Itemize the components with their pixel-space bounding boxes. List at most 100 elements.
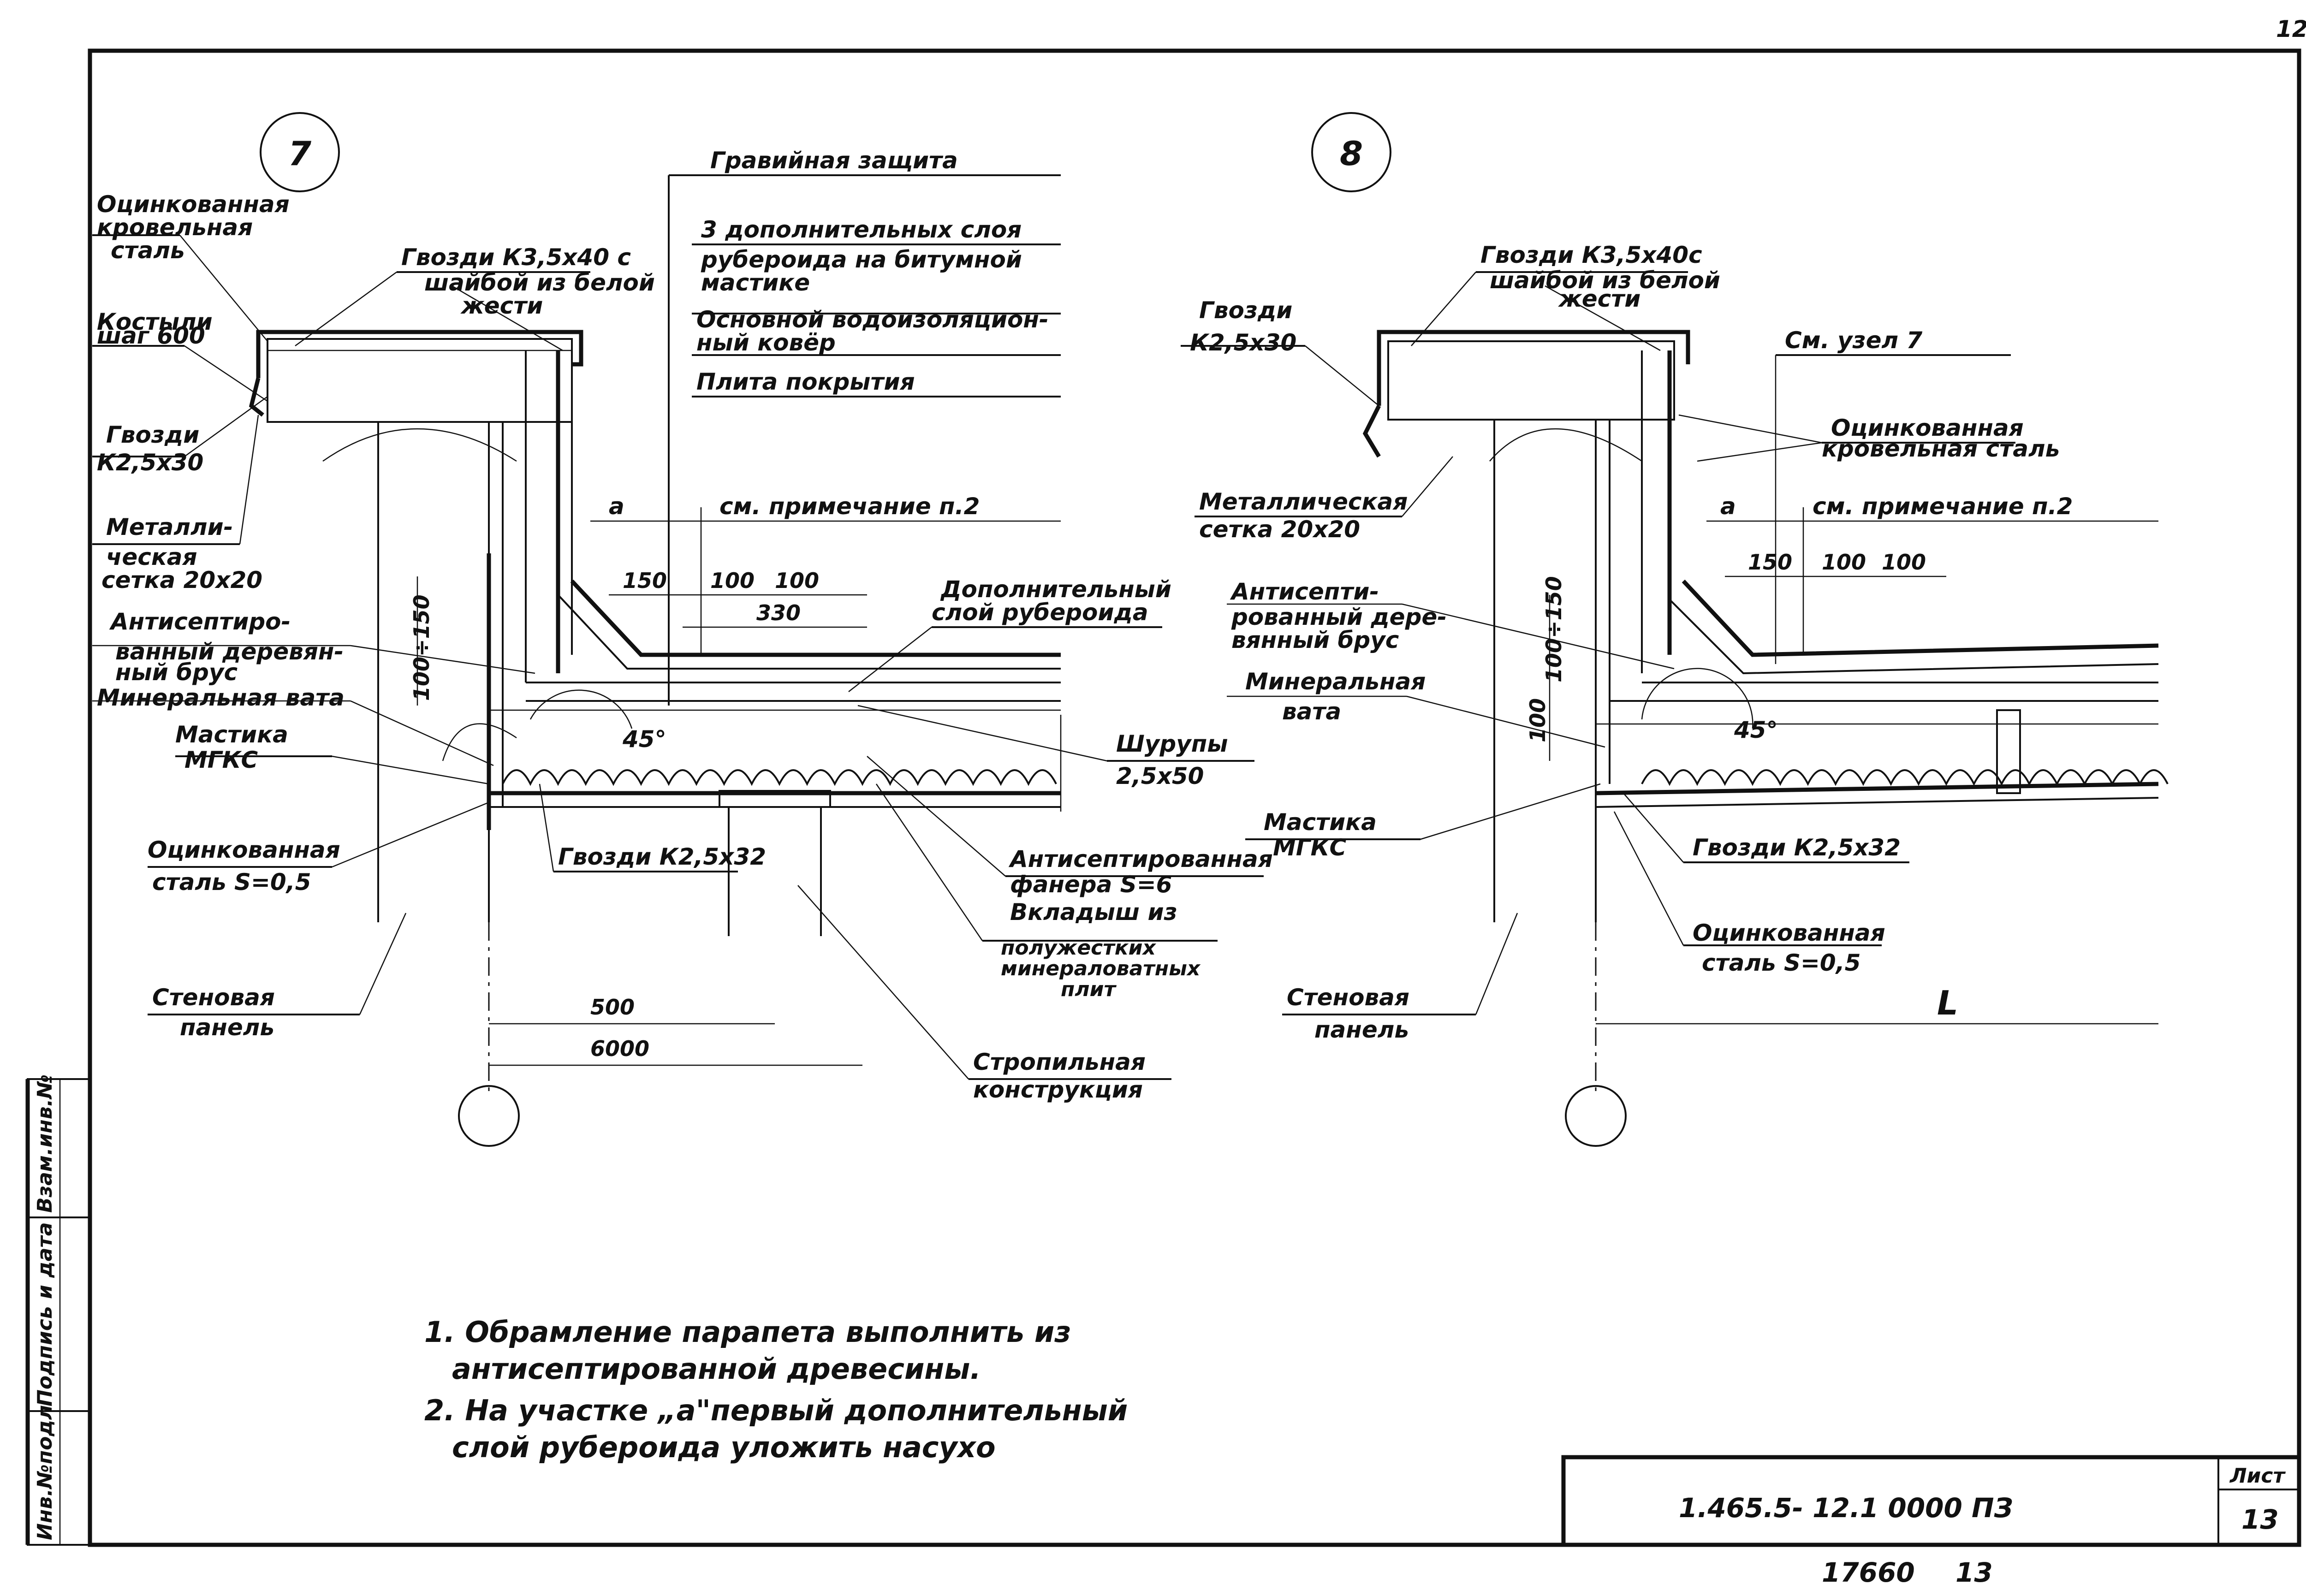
- layer-main-1: Основной водоизоляцион-: [696, 306, 1049, 333]
- detail-8-marker-label: 8: [1340, 134, 1363, 173]
- label-insert-4: плит: [1061, 978, 1117, 1001]
- label-plywood-2: фанера S=6: [1010, 871, 1172, 898]
- label-metal-mesh-1: Металли-: [106, 514, 233, 540]
- detail-8: 8 150 100 100 100÷150 100 а см. при: [1181, 112, 2169, 1147]
- a-mark-7: а: [609, 493, 624, 520]
- label-rafter-1: Стропильная: [973, 1049, 1146, 1075]
- label-insert-2: полужестких: [1001, 936, 1156, 960]
- label-galv-steel-2: сталь S=0,5: [152, 869, 311, 896]
- leaders-7: [92, 234, 1264, 1080]
- label-nails-top-3: жести: [460, 292, 543, 319]
- label-galv-roof-steel-3: сталь: [111, 237, 185, 264]
- label8-wall-panel-2: панель: [1314, 1016, 1409, 1043]
- label8-wall-panel-1: Стеновая: [1287, 984, 1409, 1011]
- page-number: 12: [2276, 16, 2306, 42]
- stamp-inv-number: Инв.№подл: [33, 1405, 57, 1540]
- label-mineral-wool: Минеральная вата: [97, 684, 345, 711]
- detail-7-marker-label: 7: [288, 134, 311, 173]
- label8-metal-mesh-2: сетка 20х20: [1199, 516, 1360, 543]
- label-screws-1: Шурупы: [1116, 730, 1228, 757]
- label-antiseptic-beam-1: Антисептиро-: [109, 608, 291, 635]
- a-mark-8: а: [1720, 493, 1736, 520]
- dim8-100-a: 100: [1822, 550, 1866, 575]
- copy-number: 13: [1955, 1557, 1993, 1588]
- label-nails-top-2: шайбой из белой: [424, 269, 655, 296]
- leaders-8: [1181, 271, 2015, 1015]
- dim8-100-b: 100: [1882, 550, 1926, 575]
- label8-mastic-2: МГКС: [1273, 834, 1346, 861]
- dim-500: 500: [590, 995, 635, 1020]
- dim8-100: 100: [1525, 698, 1550, 742]
- label8-galv-steel-2: сталь S=0,5: [1702, 949, 1860, 976]
- sheet-frame: [88, 48, 2301, 1547]
- layers-callout: Гравийная защита 3 дополнительных слоя р…: [668, 147, 1061, 706]
- label8-mastic-1: Мастика: [1264, 809, 1377, 836]
- inventory-number: 17660: [1822, 1557, 1915, 1588]
- label-rafter-2: конструкция: [973, 1076, 1143, 1103]
- dim8-100-150: 100÷150: [1541, 576, 1566, 682]
- general-notes: 1. Обрамление парапета выполнить из анти…: [424, 1315, 1128, 1464]
- label-extra-layer-2: слой рубероида: [932, 599, 1148, 626]
- label8-mineral-wool-2: вата: [1282, 698, 1341, 725]
- label-antiseptic-beam-2: ванный деревян-: [115, 638, 344, 665]
- parapet-cap-steel: [256, 330, 583, 378]
- layer-gravel: Гравийная защита: [710, 147, 958, 174]
- label-antiseptic-beam-3: ный брус: [115, 659, 238, 686]
- l-mark-8: L: [1937, 984, 1958, 1022]
- label-wall-panel-2: панель: [180, 1014, 274, 1041]
- label-mastic-2: МГКС: [184, 747, 258, 773]
- label-galv-steel-1: Оцинкованная: [148, 837, 340, 863]
- angle-7: 45°: [622, 726, 666, 753]
- angle-8: 45°: [1734, 717, 1778, 743]
- label-nails-bottom: Гвозди К2,5х32: [558, 843, 766, 870]
- detail-7-marker: [260, 112, 340, 192]
- label8-nails-top-1: Гвозди К3,5х40с: [1480, 242, 1702, 268]
- label8-galv-roof-steel-1: Оцинкованная: [1831, 415, 2024, 441]
- dim-150: 150: [623, 568, 667, 593]
- label-galv-roof-steel-2: кровельная: [97, 214, 253, 241]
- layer-extra-2: рубероида на битумной: [701, 246, 1022, 273]
- dim-330: 330: [756, 600, 801, 625]
- side-stamp: Инв.№подл Подпись и дата Взам.инв.№: [25, 1074, 91, 1546]
- dim-100-b: 100: [775, 568, 819, 593]
- title-block: 1.465.5- 12.1 0000 ПЗ Лист 13 17660 13: [1561, 1455, 2301, 1588]
- label-galv-roof-steel-1: Оцинкованная: [97, 191, 290, 218]
- detail-7: 7 Гравийная защита 3 дополнительных слоя…: [92, 112, 1273, 1147]
- layer-extra-3: мастике: [701, 269, 810, 296]
- axis-marker-7: [458, 1085, 520, 1147]
- layer-slab: Плита покрытия: [696, 368, 915, 395]
- label8-mineral-wool-1: Минеральная: [1245, 668, 1426, 695]
- stamp-replace-inv: Взам.инв.№: [33, 1074, 57, 1213]
- label8-see-node: См. узел 7: [1785, 327, 1923, 354]
- label8-antiseptic-beam-2: рованный дере-: [1231, 604, 1447, 630]
- label-wall-panel-1: Стеновая: [152, 984, 275, 1011]
- axis-marker-8: [1565, 1085, 1627, 1147]
- label8-galv-steel-1: Оцинкованная: [1693, 920, 1885, 946]
- label-metal-mesh-2: ческая: [106, 544, 197, 570]
- note-ref-7: см. примечание п.2: [719, 493, 980, 520]
- label-mastic-1: Мастика: [175, 721, 288, 748]
- mineral-wool: [502, 769, 1057, 786]
- label-insert-1: Вкладыш из: [1010, 899, 1177, 926]
- dim8-150: 150: [1748, 550, 1792, 575]
- label8-metal-mesh-1: Металлическая: [1199, 488, 1408, 515]
- label-nails-side-2: К2,5х30: [97, 449, 203, 476]
- detail-8-marker: [1311, 112, 1391, 192]
- label-insert-3: минераловатных: [1001, 957, 1201, 980]
- mineral-wool-8: [1641, 769, 2169, 786]
- parapet-cap-steel-8: [1362, 404, 1381, 458]
- dim-100-a: 100: [710, 568, 755, 593]
- label8-antiseptic-beam-1: Антисепти-: [1230, 578, 1379, 605]
- label-extra-layer-1: Дополнительный: [940, 576, 1171, 603]
- layer-main-2: ный ковёр: [696, 329, 836, 356]
- note-2-line-1: 2. На участке „а"первый дополнительный: [424, 1394, 1128, 1427]
- label8-nails-side-2: К2,5х30: [1190, 329, 1296, 356]
- list-header: Лист: [2229, 1464, 2286, 1488]
- label-crutches-2: шаг 600: [97, 322, 205, 349]
- label8-antiseptic-beam-3: вянный брус: [1231, 627, 1399, 653]
- label8-nails-top-3: жести: [1558, 285, 1640, 312]
- layer-extra-1: 3 дополнительных слоя: [701, 216, 1022, 243]
- label8-nails-side-1: Гвозди: [1199, 297, 1292, 324]
- label-crutches-1: Костыли: [97, 309, 213, 335]
